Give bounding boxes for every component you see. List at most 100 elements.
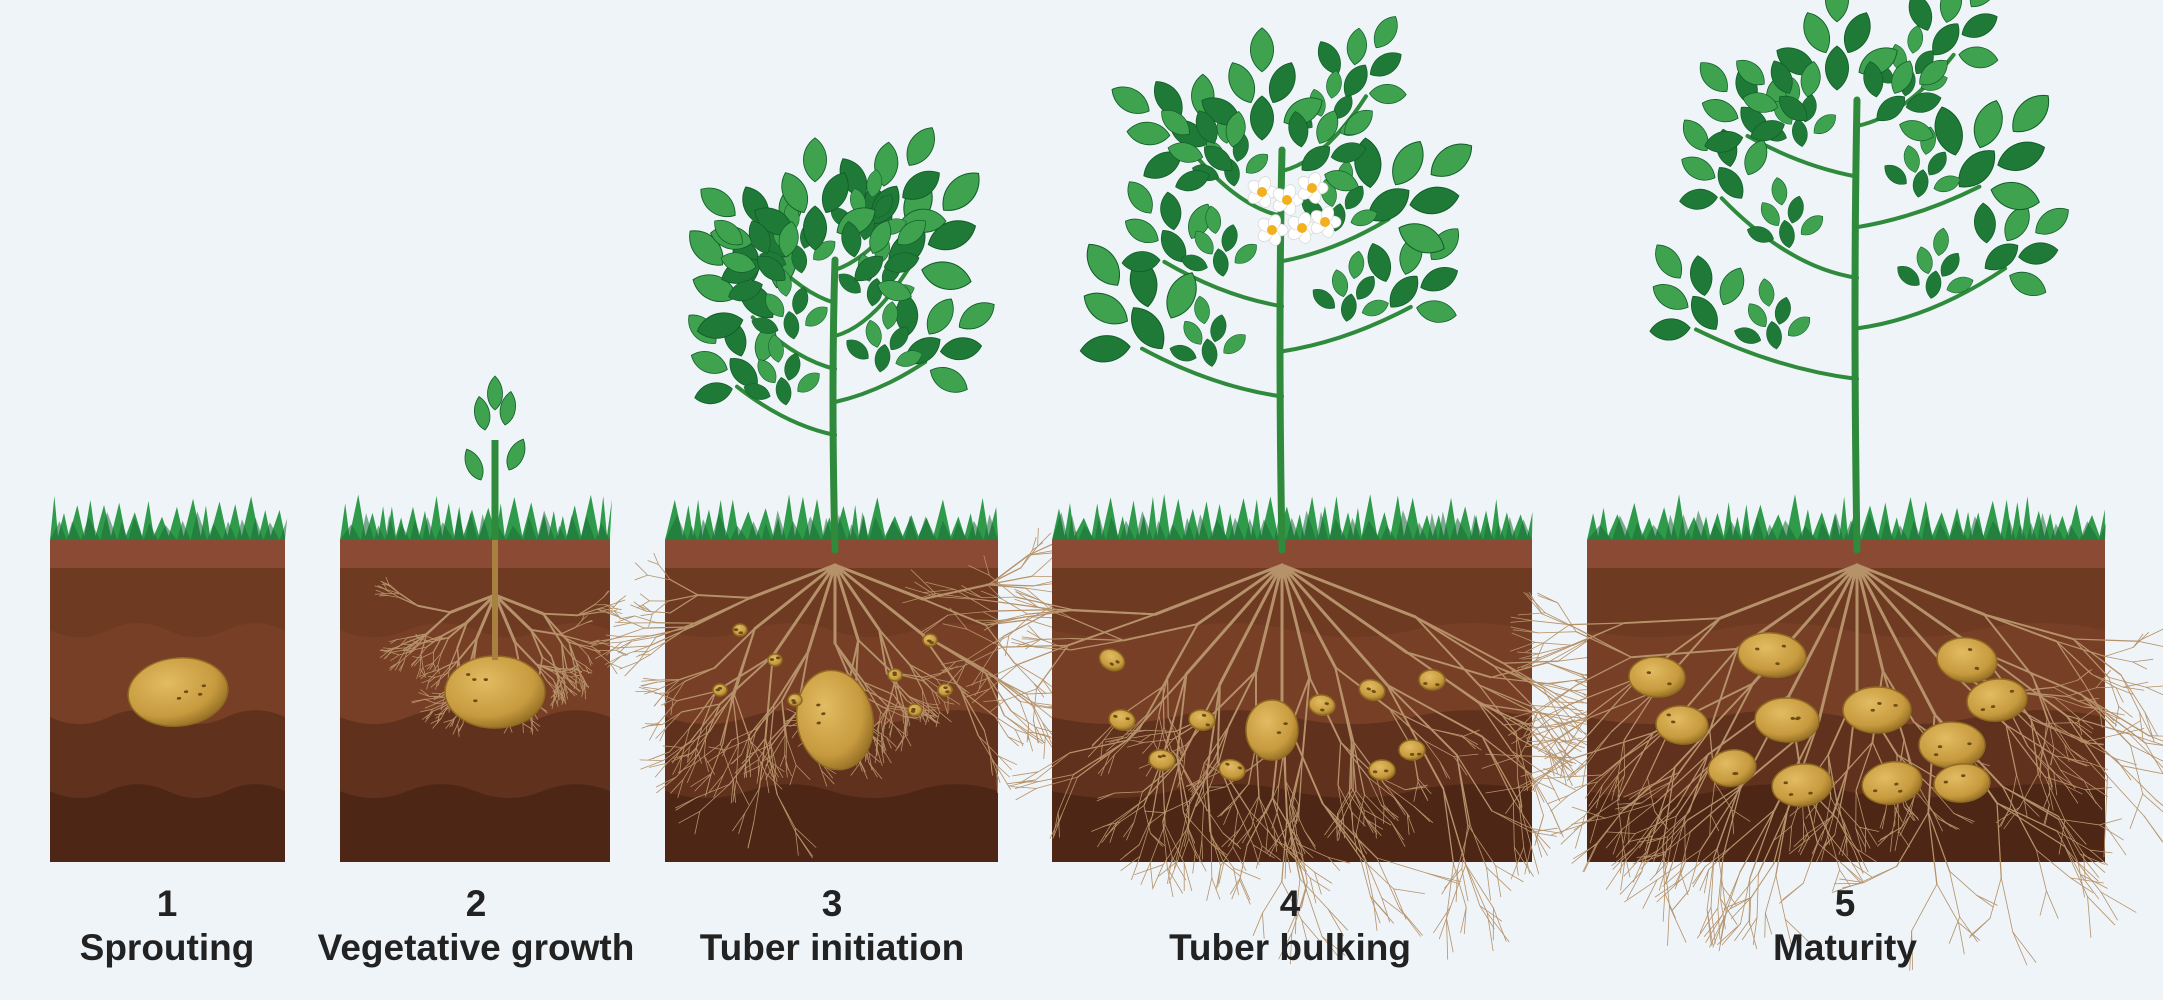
leaf-cluster <box>751 268 828 340</box>
panel-1 <box>50 495 288 862</box>
leaf <box>958 302 995 330</box>
tuber-body <box>1754 697 1820 743</box>
soil-topsoil <box>1587 540 2105 568</box>
tuber-eye <box>911 707 916 711</box>
leaf <box>1398 223 1445 254</box>
tuber-eye <box>1320 708 1325 712</box>
tuber <box>1358 678 1386 702</box>
tuber <box>1398 739 1426 761</box>
tuber-body <box>1707 749 1757 787</box>
tuber-eye <box>465 673 471 676</box>
foliage <box>688 127 995 406</box>
stage-label-4: 4 Tuber bulking <box>1169 882 1411 971</box>
leaf <box>1167 142 1204 163</box>
leaf-cluster <box>1734 278 1811 350</box>
tuber-eye <box>1937 745 1943 749</box>
leaf <box>1997 141 2046 171</box>
tuber-eye <box>1667 682 1672 686</box>
soil-layer <box>1587 784 2105 862</box>
leaf <box>942 172 980 211</box>
tuber-eye <box>929 641 934 644</box>
tuber-eye <box>816 721 821 725</box>
tuber-eye <box>201 684 207 688</box>
leaf <box>1933 175 1961 192</box>
tuber-eye <box>1974 666 1980 670</box>
leaf <box>1946 276 1974 294</box>
tuber-eye <box>1980 708 1986 712</box>
flower-center <box>1282 195 1292 205</box>
tuber-eye <box>791 699 796 702</box>
tuber-eye <box>892 673 897 677</box>
foliage <box>1079 16 1473 367</box>
leaf <box>1175 170 1210 192</box>
tuber-eye <box>1109 662 1114 666</box>
leaf <box>1919 59 1948 86</box>
leaf <box>1343 64 1368 97</box>
leaf <box>1332 269 1348 298</box>
tuber-eye <box>1283 722 1288 726</box>
leaf <box>1969 0 1998 8</box>
foliage <box>1649 0 2069 350</box>
leaf <box>1330 142 1367 163</box>
tuber-eye <box>816 703 821 707</box>
leaf <box>841 221 862 258</box>
tuber <box>922 633 938 647</box>
panel-2 <box>340 375 629 862</box>
tuber-eye <box>1435 683 1440 687</box>
tuber <box>1098 648 1126 672</box>
tuber-eye <box>473 699 478 703</box>
leaf <box>939 337 983 361</box>
leaf <box>748 220 771 254</box>
leaf <box>1704 130 1744 153</box>
tuber <box>767 653 783 667</box>
tuber-eye <box>1423 682 1428 685</box>
soil-layer <box>50 784 285 862</box>
stage-number: 2 <box>465 883 487 924</box>
leaf <box>1288 111 1309 148</box>
leaf <box>728 280 763 302</box>
tuber-eye <box>1788 793 1794 796</box>
leaf-cluster <box>895 293 995 393</box>
tuber-body <box>1861 760 1923 806</box>
leaf <box>1933 227 1949 256</box>
tuber-body <box>1918 721 1986 769</box>
leaf <box>1863 61 1884 98</box>
grass-shadow <box>50 511 288 540</box>
leaf <box>1681 156 1716 181</box>
leaf <box>700 187 736 218</box>
leaf <box>1213 248 1229 277</box>
leaf <box>1934 106 1963 156</box>
tuber-eye <box>1113 714 1118 718</box>
leaf-cluster <box>1649 244 1745 341</box>
leaf <box>1361 299 1389 317</box>
tuber-body <box>937 683 953 697</box>
tuber-eye <box>1808 791 1813 795</box>
leaf <box>929 366 968 393</box>
sprout-leaf <box>487 375 503 411</box>
tuber-eye <box>1967 742 1972 746</box>
leaf <box>1161 109 1190 136</box>
leaf <box>1131 307 1165 350</box>
leaf <box>2009 271 2047 297</box>
tuber-eye <box>1225 762 1230 766</box>
leaf <box>1973 100 2003 149</box>
grass-shadow <box>1052 510 1532 540</box>
leaf-cluster <box>1317 16 1407 105</box>
leaf <box>1800 61 1821 98</box>
leaf-cluster <box>1180 205 1257 277</box>
tuber-eye <box>2009 689 2015 693</box>
leaf <box>1701 99 1739 123</box>
tuber-eye <box>1990 705 1996 709</box>
leaf <box>882 301 898 330</box>
leaf-cluster <box>1934 94 2050 211</box>
tuber <box>444 655 546 729</box>
leaf <box>1908 0 1933 31</box>
leaf-cluster <box>1288 109 1373 192</box>
leaf <box>1792 118 1808 147</box>
tuber-body <box>795 669 875 771</box>
leaf <box>1183 321 1203 345</box>
leaf <box>784 352 801 381</box>
leaf <box>1699 62 1728 92</box>
